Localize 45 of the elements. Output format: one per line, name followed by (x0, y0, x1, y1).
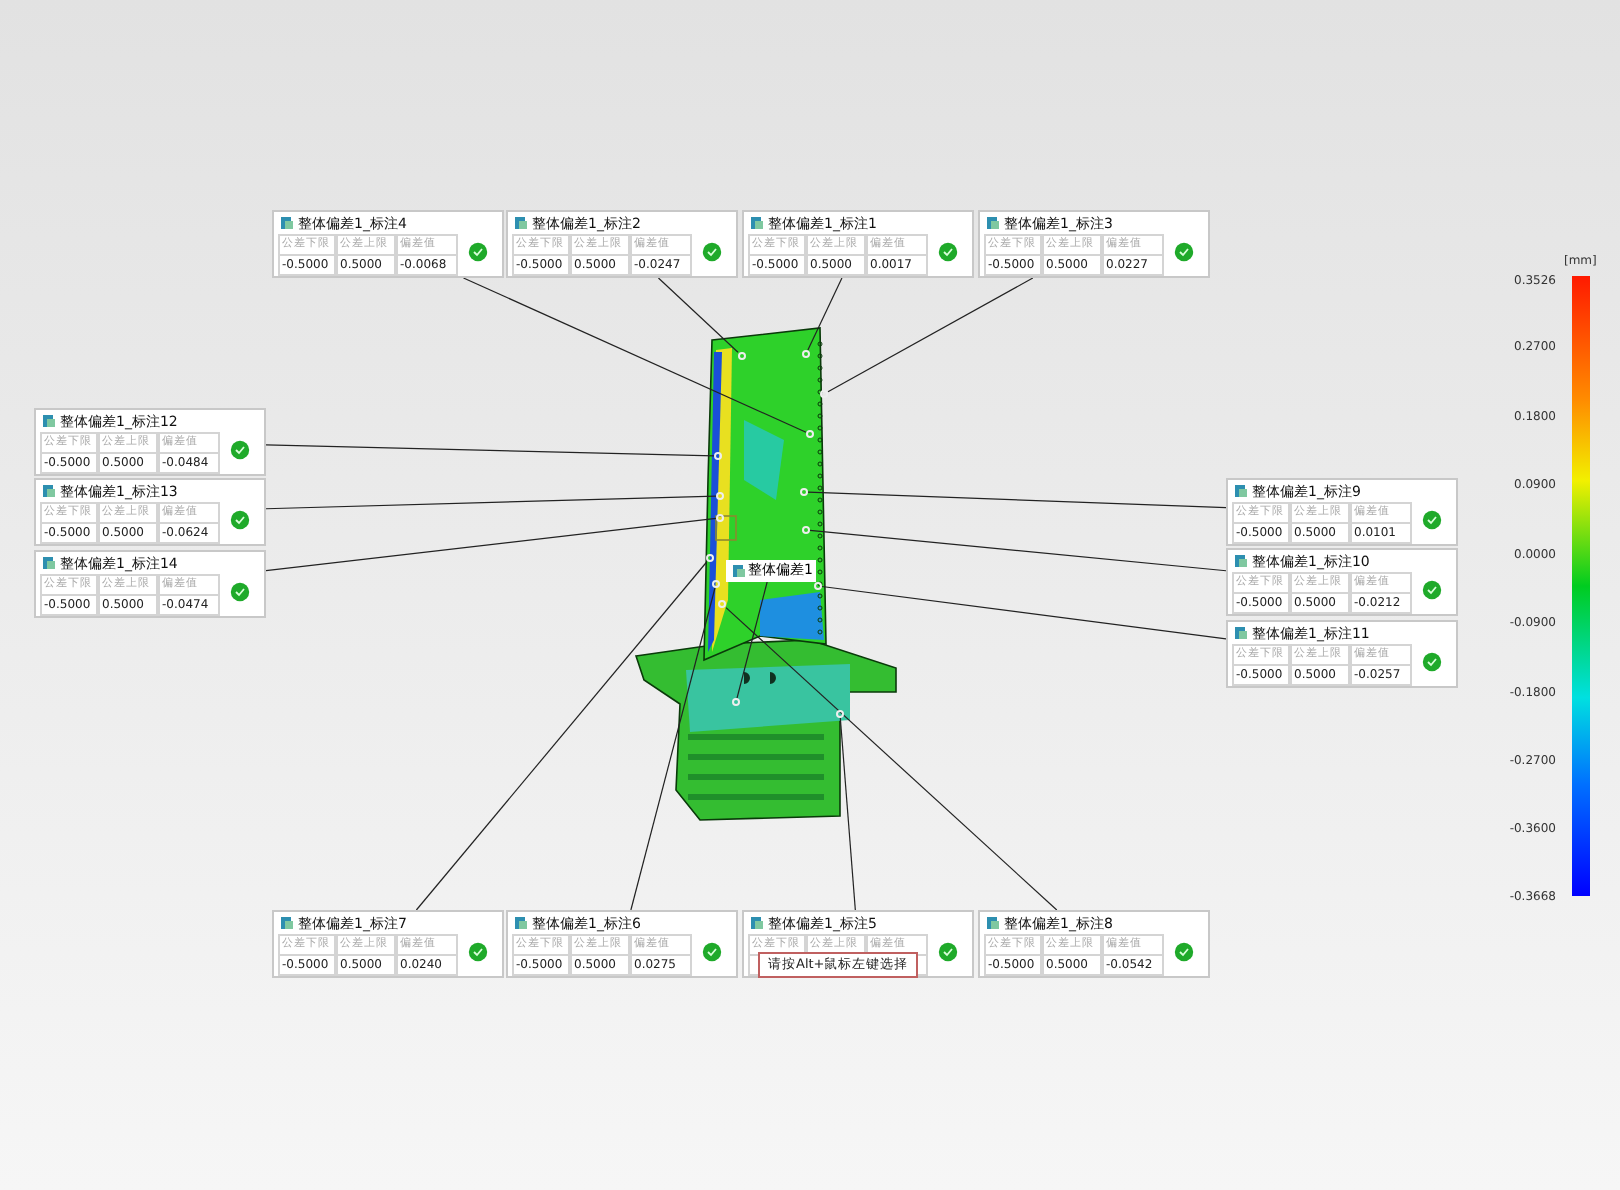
measure-point (706, 554, 714, 562)
callout-table (1226, 620, 1458, 688)
callout-table (978, 910, 1210, 978)
callout-table (506, 910, 738, 978)
leader-line (725, 607, 1058, 911)
measure-point (716, 514, 724, 522)
callout-label (726, 560, 817, 582)
measure-point (716, 492, 724, 500)
leader-line (630, 587, 716, 911)
callout-table (34, 408, 266, 476)
leader-line (827, 277, 1034, 393)
callout-table (978, 210, 1210, 278)
callout-table (34, 550, 266, 618)
leader-line (736, 581, 768, 699)
measure-point (718, 600, 726, 608)
measure-point (802, 350, 810, 358)
callout-table (1226, 478, 1458, 546)
callout-table (742, 910, 974, 978)
measure-point (820, 390, 828, 398)
leader-line (415, 561, 708, 911)
measure-point (836, 710, 844, 718)
measure-point (814, 582, 822, 590)
measure-point (732, 698, 740, 706)
leader-line (839, 717, 856, 911)
callout-table (1226, 548, 1458, 616)
measure-point (806, 430, 814, 438)
callout-table (742, 210, 974, 278)
callout-table (506, 210, 738, 278)
leader-line (265, 517, 717, 572)
leader-line (821, 585, 1227, 640)
measure-point (802, 526, 810, 534)
leader-line (265, 444, 715, 457)
leader-line (807, 491, 1227, 509)
measure-point (714, 452, 722, 460)
leader-line (657, 277, 739, 353)
callout-table (272, 910, 504, 978)
measure-point (738, 352, 746, 360)
measure-point (712, 580, 720, 588)
callout-table (272, 210, 504, 278)
leader-line (462, 277, 807, 433)
leader-line (809, 529, 1227, 572)
measure-point (800, 488, 808, 496)
leader-line (807, 277, 843, 351)
leader-line (265, 495, 717, 510)
callout-table (34, 478, 266, 546)
